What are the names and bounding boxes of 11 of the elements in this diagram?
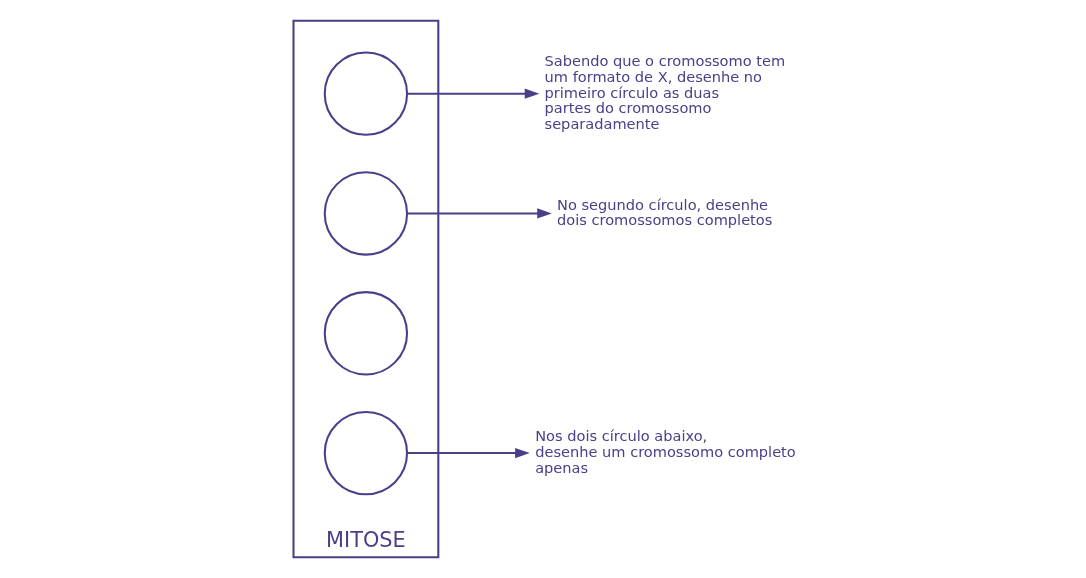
node-circle: [323, 410, 409, 496]
arrow: [407, 447, 530, 459]
node-text: No segundo círculo, desenhe dois cromossomos completos: [557, 195, 773, 229]
node-circle: [323, 291, 409, 376]
node-text: Nos dois círculo abaixo, desenhe um cromossomo completo apenas: [535, 427, 796, 476]
node-text: Sabendo que o cromossomo tem um formato de X, desenhe no primeiro círculo as duas partes do cromossomo separadamente: [544, 52, 786, 132]
cluster: MITOSE: [292, 19, 440, 559]
node-circle: [323, 171, 409, 256]
arrow: [407, 208, 552, 219]
node-circle: [323, 51, 409, 136]
arrow: [407, 88, 540, 99]
